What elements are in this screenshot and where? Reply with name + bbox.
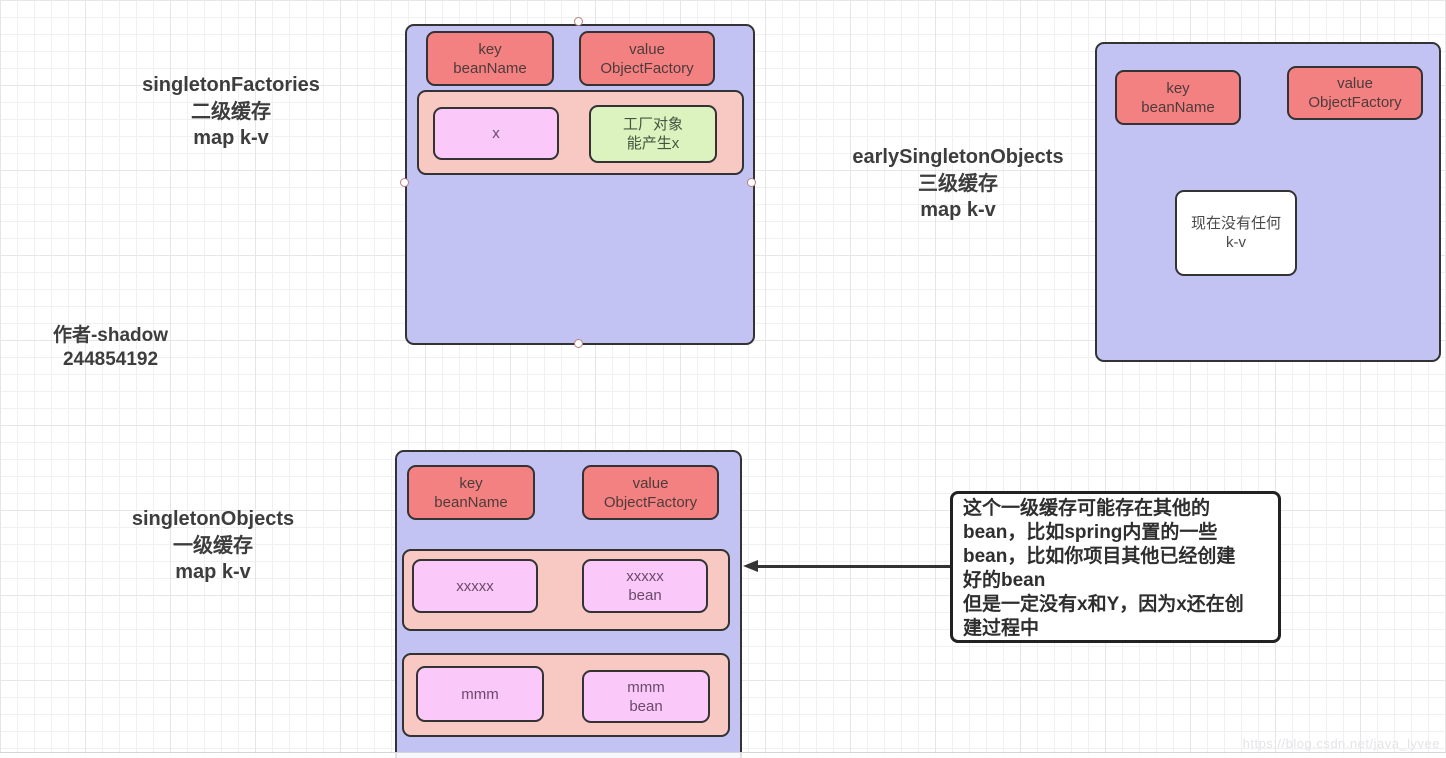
label-early-singleton-objects[interactable]: earlySingletonObjects 三级缓存 map k-v [852,146,1064,221]
value-box[interactable]: value ObjectFactory [582,465,719,520]
arrow-line [757,565,950,568]
entry-key-box[interactable]: x [433,107,559,160]
entry-key-box[interactable]: xxxxx [412,559,538,613]
selection-handle-bottom[interactable] [574,339,583,348]
entry-row[interactable]: mmm mmm bean [402,653,730,737]
key-box[interactable]: key beanName [426,31,554,86]
label-singleton-objects[interactable]: singletonObjects 一级缓存 map k-v [131,508,295,583]
key-box[interactable]: key beanName [1115,70,1241,125]
selection-handle-top[interactable] [574,17,583,26]
entry-row[interactable]: x 工厂对象 能产生x [417,90,744,175]
arrowhead-left-icon [743,560,758,572]
key-box[interactable]: key beanName [407,465,535,520]
annotation-note[interactable]: 这个一级缓存可能存在其他的 bean，比如spring内置的一些 bean，比如… [950,491,1281,643]
entry-value-box[interactable]: 工厂对象 能产生x [589,105,717,163]
container-singleton-objects[interactable]: key beanName value ObjectFactory xxxxx x… [395,450,742,758]
empty-kv-box[interactable]: 现在没有任何 k-v [1175,190,1297,276]
canvas-bottom-edge [0,752,1446,758]
container-early-singleton-objects[interactable]: key beanName value ObjectFactory 现在没有任何 … [1095,42,1441,362]
label-singleton-factories[interactable]: singletonFactories 二级缓存 map k-v [142,74,320,149]
entry-row[interactable]: xxxxx xxxxx bean [402,549,730,631]
entry-value-box[interactable]: xxxxx bean [582,559,708,613]
label-author[interactable]: 作者-shadow 244854192 [52,325,169,370]
container-singleton-factories[interactable]: key beanName value ObjectFactory x 工厂对象 … [405,24,755,345]
watermark-url: https://blog.csdn.net/java_lyvee [1242,736,1440,751]
selection-handle-right[interactable] [747,178,756,187]
entry-key-box[interactable]: mmm [416,666,544,722]
entry-value-box[interactable]: mmm bean [582,670,710,723]
value-box[interactable]: value ObjectFactory [579,31,715,86]
value-box[interactable]: value ObjectFactory [1287,66,1423,120]
selection-handle-left[interactable] [400,178,409,187]
